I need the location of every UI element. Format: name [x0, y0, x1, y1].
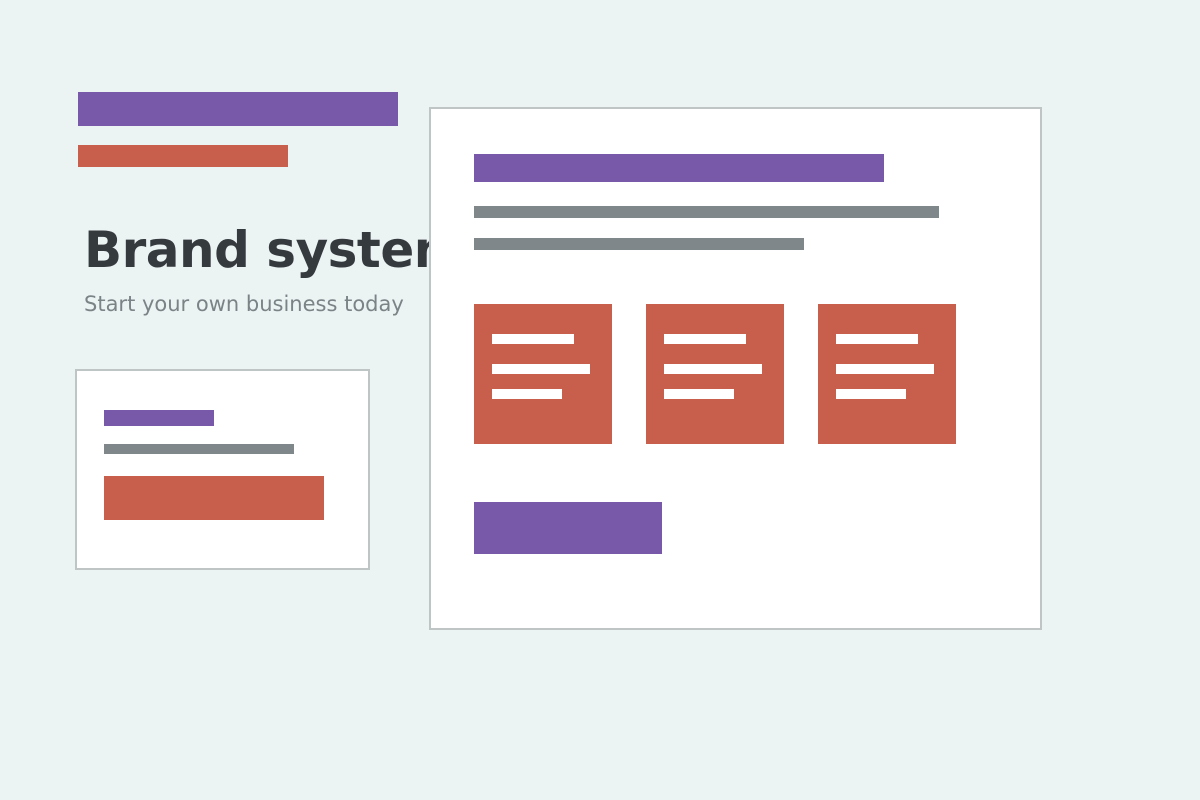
large-mockup-card [429, 107, 1042, 630]
large-card-heading-bar [474, 154, 884, 182]
small-card-button-bar [104, 476, 324, 520]
large-card-button-bar [474, 502, 662, 554]
large-card-text-bar-2 [474, 238, 804, 250]
small-card-text-bar [104, 444, 294, 454]
feature-tile [474, 304, 612, 444]
brand-bar-orange [78, 145, 288, 167]
brand-bar-purple [78, 92, 398, 126]
tile-text-line [836, 389, 906, 399]
tile-text-line [664, 364, 762, 374]
tile-text-line [836, 364, 934, 374]
tile-text-line [492, 334, 574, 344]
feature-tile [646, 304, 784, 444]
page-subtitle: Start your own business today [84, 292, 404, 316]
tile-text-line [664, 389, 734, 399]
tile-text-line [836, 334, 918, 344]
small-card-heading-bar [104, 410, 214, 426]
small-mockup-card [75, 369, 370, 570]
page-title: Brand system [84, 221, 466, 279]
tile-text-line [664, 334, 746, 344]
feature-tile [818, 304, 956, 444]
tile-text-line [492, 389, 562, 399]
tile-text-line [492, 364, 590, 374]
large-card-text-bar-1 [474, 206, 939, 218]
